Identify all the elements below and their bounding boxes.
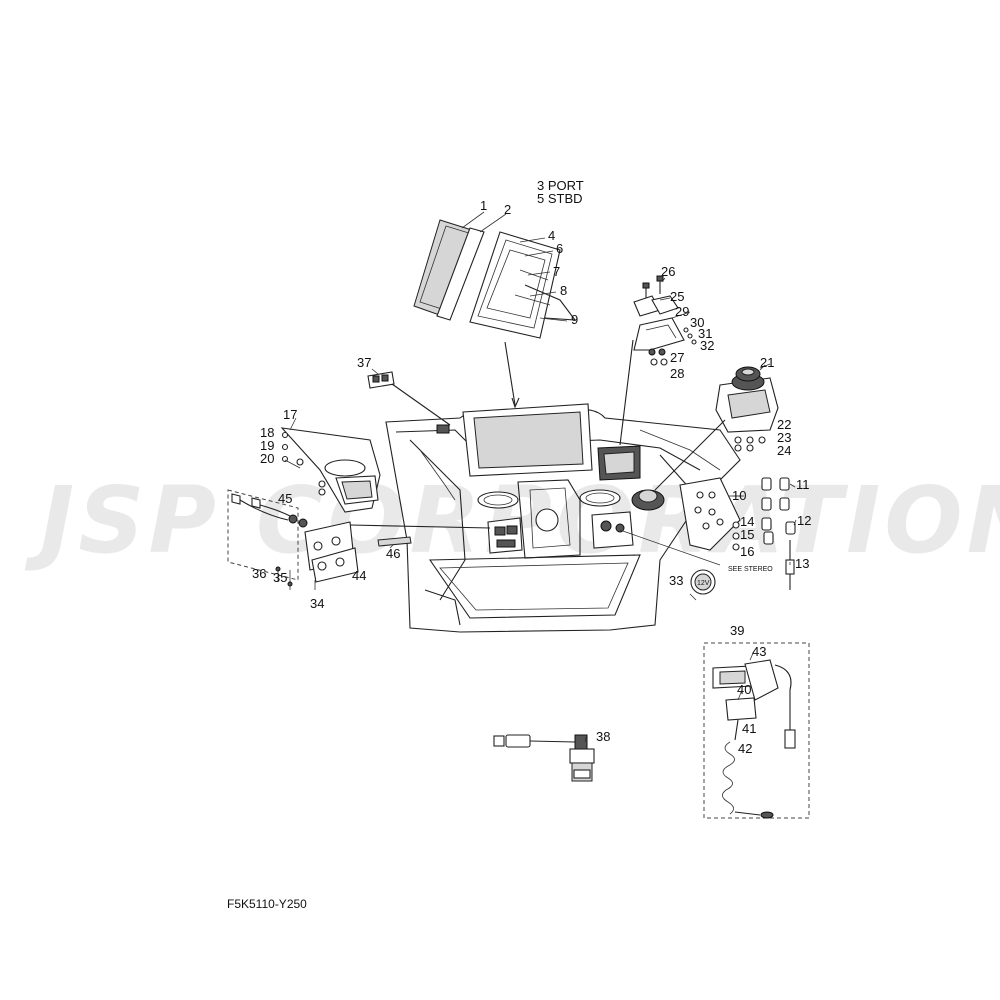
callout-11: 11 bbox=[796, 477, 810, 492]
callout-16: 16 bbox=[740, 544, 754, 559]
callout-32: 32 bbox=[700, 338, 714, 353]
callout-42: 42 bbox=[738, 741, 752, 756]
throttle-control-part-21 bbox=[654, 363, 779, 491]
callout-30: 30 bbox=[690, 315, 704, 330]
leaders-misc bbox=[289, 277, 797, 743]
callout-26: 26 bbox=[661, 264, 675, 279]
switch-panel-part-10 bbox=[679, 477, 742, 551]
callout-29: 29 bbox=[675, 304, 689, 319]
callout-41: 41 bbox=[742, 721, 756, 736]
callout-13: 13 bbox=[795, 556, 809, 571]
callout-10: 10 bbox=[732, 488, 746, 503]
callout-39: 39 bbox=[730, 623, 744, 638]
callout-15: 15 bbox=[740, 527, 754, 542]
socket-12v-label: 12V bbox=[697, 580, 710, 587]
dashboard-console bbox=[385, 403, 741, 633]
diagram-code: F5K5110-Y250 bbox=[227, 897, 307, 911]
callout-19: 19 bbox=[260, 438, 274, 453]
callout-18: 18 bbox=[260, 425, 274, 440]
callout-43: 43 bbox=[752, 644, 766, 659]
callout-38: 38 bbox=[596, 729, 610, 744]
callout-22: 22 bbox=[777, 417, 791, 432]
callout-7: 7 bbox=[553, 264, 560, 279]
note-port: 3 PORT bbox=[537, 178, 584, 193]
note-stbd: 5 STBD bbox=[537, 191, 583, 206]
12v-socket-part-33: 12V bbox=[689, 569, 716, 601]
switch-part-37 bbox=[367, 371, 451, 434]
callout-27: 27 bbox=[670, 350, 684, 365]
stereo-bracket-assembly bbox=[619, 275, 697, 446]
callout-36: 36 bbox=[252, 566, 266, 581]
callout-9: 9 bbox=[571, 312, 578, 327]
label-strip-part-46 bbox=[377, 536, 412, 547]
switches-11-12-13 bbox=[761, 477, 796, 590]
callout-33: 33 bbox=[669, 573, 683, 588]
callout-24: 24 bbox=[777, 443, 791, 458]
left-trim-panel-part-17 bbox=[280, 427, 381, 513]
callout-14: 14 bbox=[740, 514, 754, 529]
callout-45: 45 bbox=[278, 491, 292, 506]
callout-21: 21 bbox=[760, 355, 774, 370]
callout-40: 40 bbox=[737, 682, 751, 697]
gasket-part-2 bbox=[436, 227, 485, 321]
kill-switch-kit-part-39 bbox=[703, 642, 810, 819]
callout-25: 25 bbox=[670, 289, 684, 304]
see-stereo-leader bbox=[619, 529, 721, 566]
callout-17: 17 bbox=[283, 407, 297, 422]
harness-part-38 bbox=[493, 734, 595, 782]
display-assembly-exploded bbox=[413, 219, 577, 409]
callout-12: 12 bbox=[797, 513, 811, 528]
callout-1: 1 bbox=[480, 198, 487, 213]
callout-44: 44 bbox=[352, 568, 366, 583]
callout-23: 23 bbox=[777, 430, 791, 445]
callout-35: 35 bbox=[273, 570, 287, 585]
usb-panel-assembly bbox=[227, 489, 491, 590]
callout-8: 8 bbox=[560, 283, 567, 298]
callout-6: 6 bbox=[556, 241, 563, 256]
callout-2: 2 bbox=[504, 202, 511, 217]
callout-31: 31 bbox=[698, 326, 712, 341]
display-housing bbox=[469, 231, 561, 339]
callout-28: 28 bbox=[670, 366, 684, 381]
callout-34: 34 bbox=[310, 596, 324, 611]
leaders-top bbox=[461, 211, 568, 322]
callout-labels: 3 PORT 5 STBD 1 2 4 6 7 8 9 10 11 12 13 … bbox=[252, 178, 811, 756]
display-screen bbox=[473, 411, 584, 469]
callout-37: 37 bbox=[357, 355, 371, 370]
callout-46: 46 bbox=[386, 546, 400, 561]
note-see-stereo: SEE STEREO bbox=[728, 566, 773, 573]
callout-20: 20 bbox=[260, 451, 274, 466]
callout-4: 4 bbox=[548, 228, 555, 243]
